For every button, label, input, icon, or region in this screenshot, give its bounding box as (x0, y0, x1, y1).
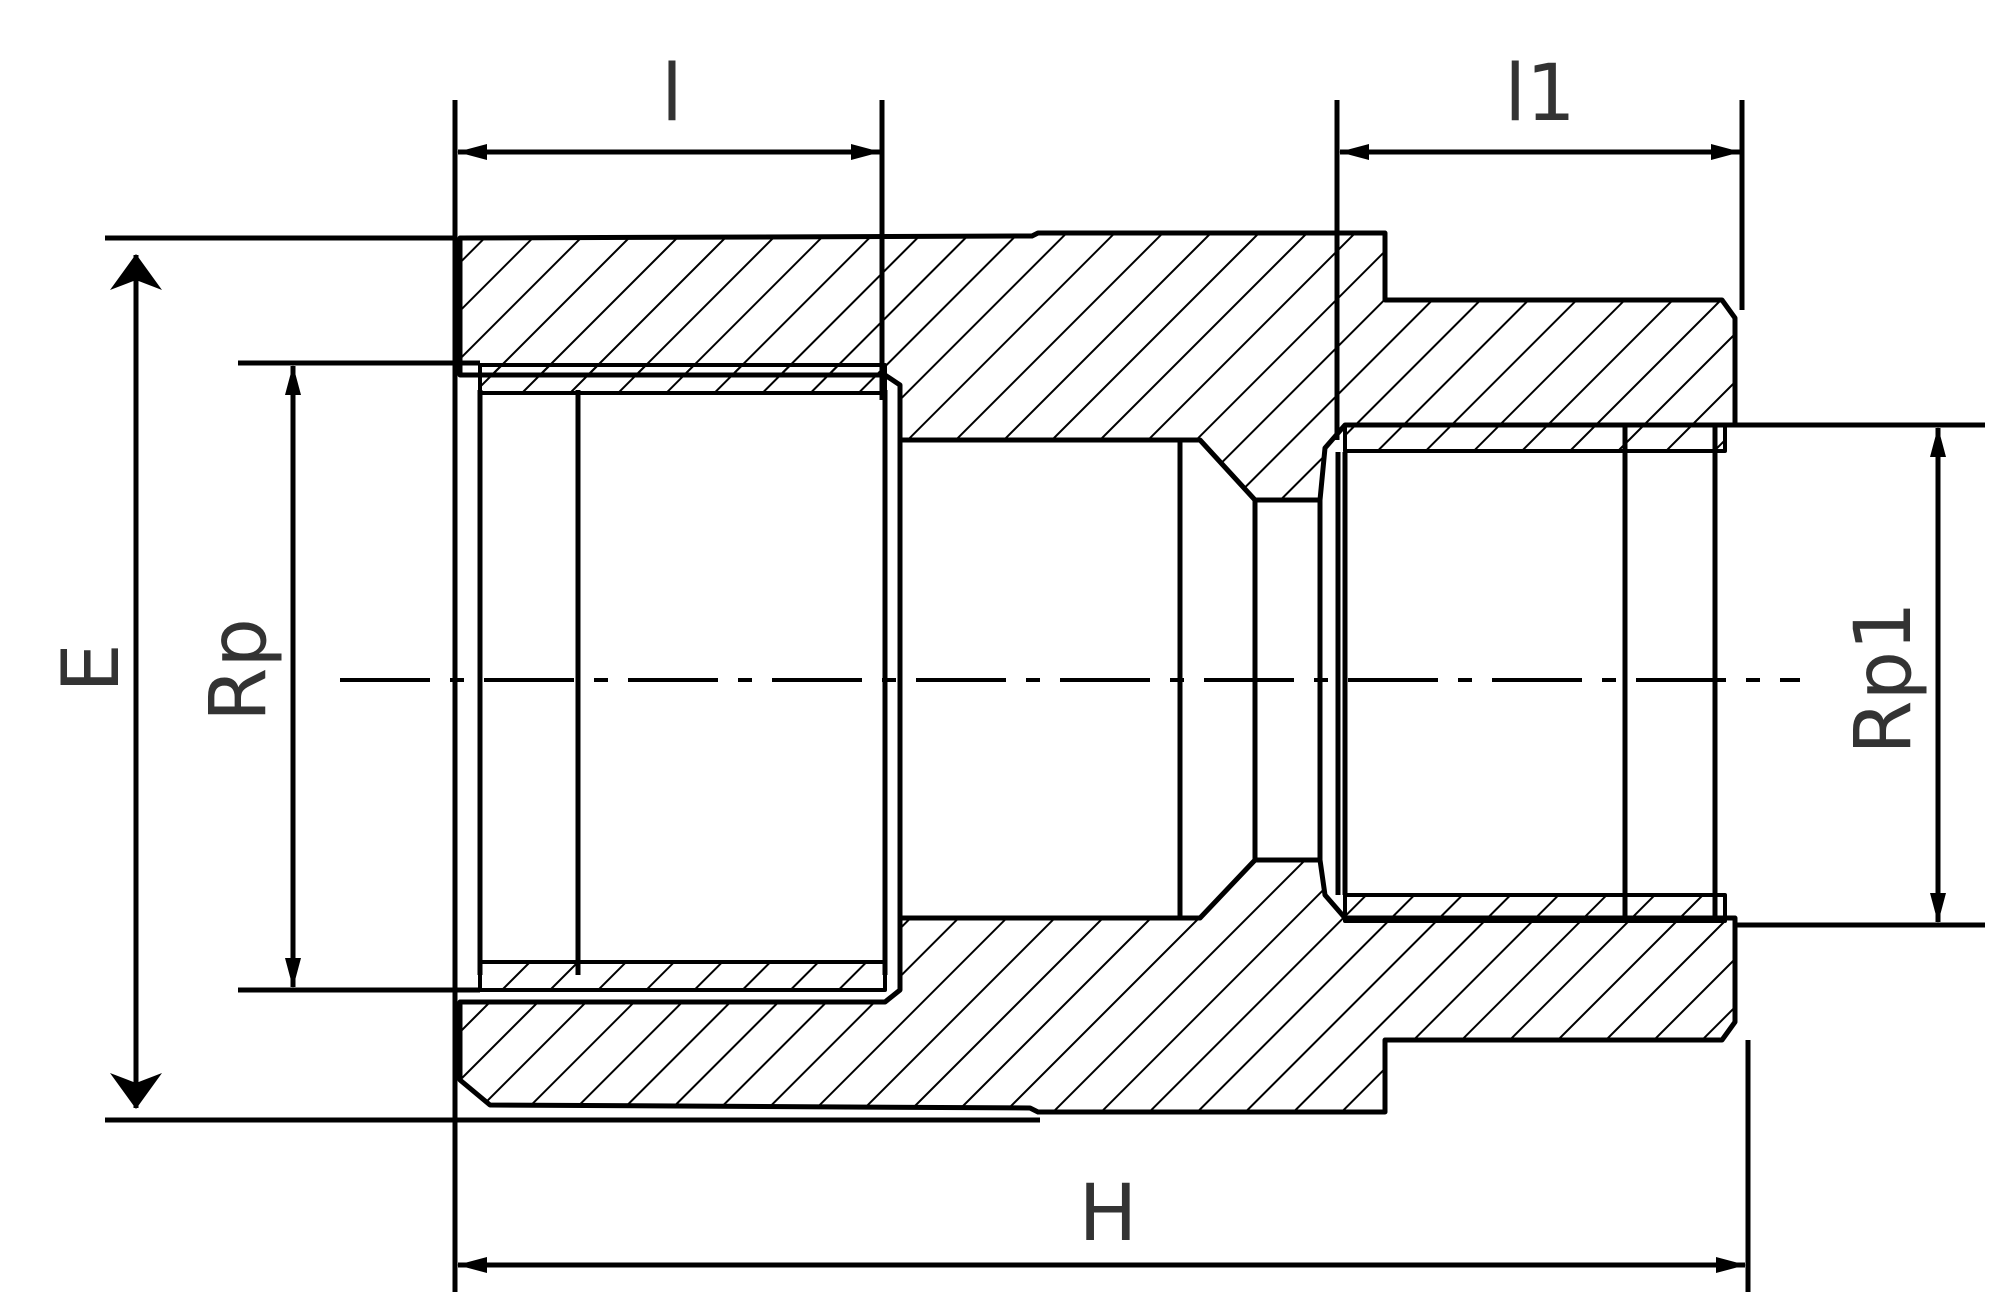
extension-lines (105, 100, 1985, 1292)
left-thread-top (478, 363, 887, 395)
dimension-lines (110, 144, 1946, 1273)
label-rp: Rp (194, 618, 284, 722)
label-h: H (1079, 1169, 1138, 1259)
right-thread-top (1343, 423, 1727, 453)
label-rp1: Rp1 (1839, 601, 1929, 754)
bore-lines (477, 390, 1718, 975)
left-thread-bottom (478, 960, 887, 992)
label-l1: l1 (1504, 49, 1575, 139)
section-body (457, 230, 1738, 1115)
label-l: l (661, 49, 683, 139)
dimension-labels: l l1 H E Rp Rp1 (47, 49, 1929, 1259)
label-e: E (47, 643, 137, 692)
right-thread-bottom (1343, 893, 1727, 923)
